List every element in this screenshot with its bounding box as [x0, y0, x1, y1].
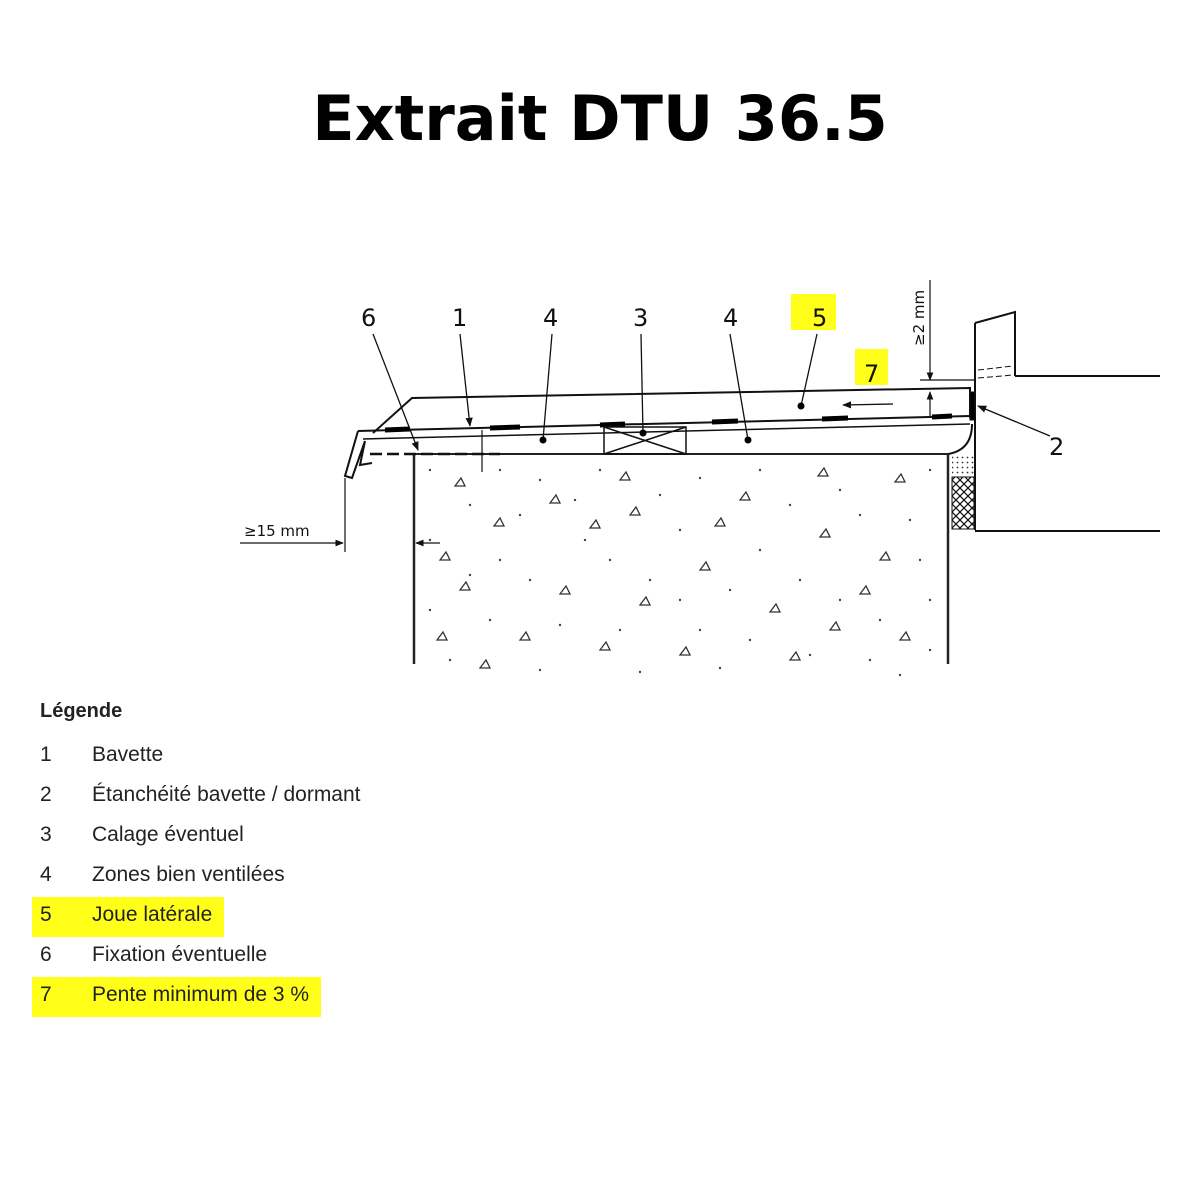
window-frame — [951, 310, 1160, 532]
callout-3: 3 — [633, 304, 648, 332]
dimension-overhang-label: ≥15 mm — [244, 522, 310, 540]
callout-5-highlight — [791, 294, 836, 330]
bavette — [343, 386, 973, 480]
callout-6: 6 — [361, 304, 376, 332]
callout-leaders — [372, 333, 1051, 451]
slope-arrow — [842, 401, 894, 409]
callout-5: 5 — [812, 304, 827, 332]
callout-7: 7 — [864, 360, 879, 388]
callout-4b: 4 — [723, 304, 738, 332]
callout-2: 2 — [1049, 433, 1064, 461]
callout-7-highlight — [855, 349, 888, 385]
callout-4a: 4 — [543, 304, 558, 332]
dimension-overhang — [240, 478, 440, 552]
calage-block — [603, 426, 687, 455]
legend-title: Légende — [40, 700, 123, 722]
callout-1: 1 — [452, 304, 467, 332]
dimension-lip-height-label: ≥2 mm — [910, 290, 928, 346]
page-title: Extrait DTU 36.5 — [312, 82, 888, 155]
concrete-sill — [412, 453, 950, 677]
dimension-lip-height — [920, 280, 975, 418]
